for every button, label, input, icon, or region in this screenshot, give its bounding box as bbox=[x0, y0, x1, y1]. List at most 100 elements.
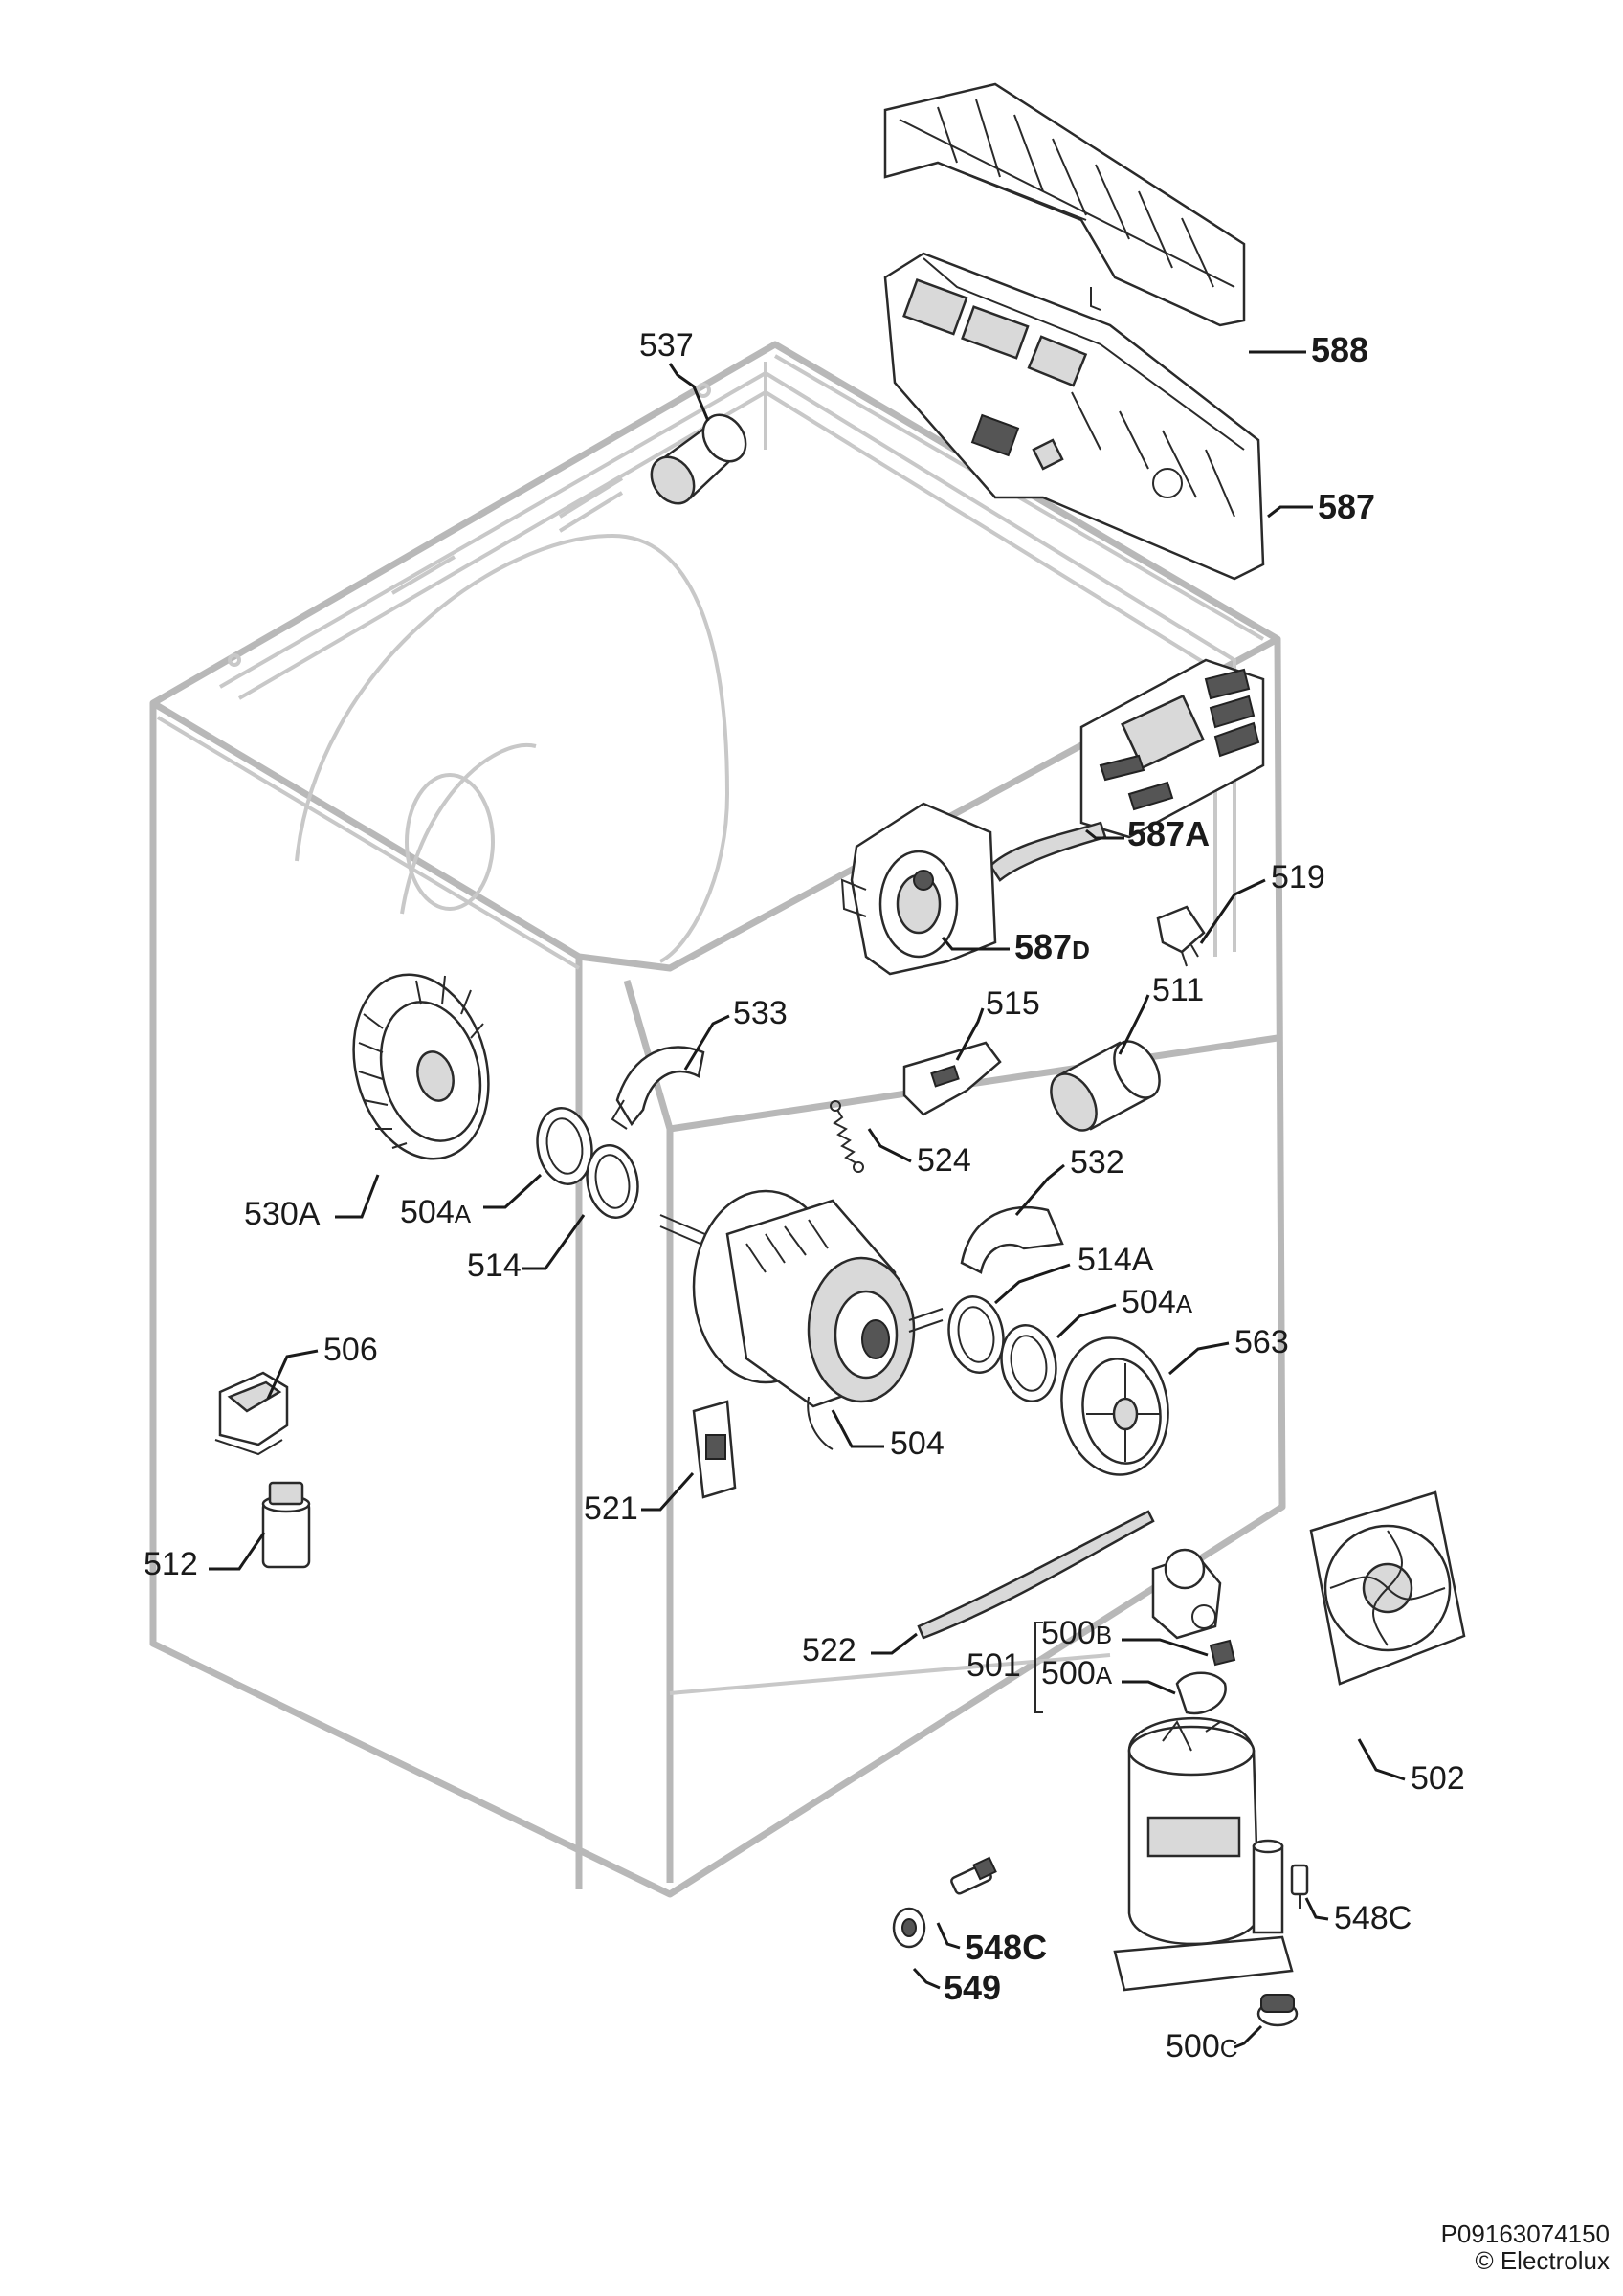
valve-548c-part bbox=[950, 1856, 997, 1895]
part-number-label: 519 bbox=[1271, 859, 1325, 895]
copyright-notice: © Electrolux bbox=[1475, 2246, 1610, 2275]
part-number-main: 504 bbox=[890, 1425, 945, 1462]
bracket-532-part bbox=[960, 1205, 1064, 1274]
part-number-main: 504 bbox=[400, 1194, 455, 1230]
leader-line bbox=[936, 1922, 961, 1950]
callout-519: 519 bbox=[1199, 859, 1325, 944]
callout-549: 549 bbox=[912, 1967, 1001, 2007]
part-number-label: 504 bbox=[890, 1425, 945, 1462]
callout-522: 522 bbox=[802, 1632, 918, 1668]
ring-514-part bbox=[586, 1144, 639, 1219]
leader-line bbox=[483, 1173, 543, 1209]
part-number-label: 588 bbox=[1311, 330, 1368, 369]
callout-515: 515 bbox=[955, 985, 1040, 1061]
fan-502-part bbox=[1309, 1490, 1466, 1686]
part-number-main: 537 bbox=[639, 327, 694, 364]
callout-587A: 587A bbox=[1085, 814, 1210, 853]
part-number-main: 501 bbox=[967, 1647, 1021, 1684]
part-number-main: 521 bbox=[584, 1490, 638, 1527]
part-number-main: 519 bbox=[1271, 859, 1325, 895]
sensor-548c-part bbox=[1290, 1864, 1309, 1909]
callout-537: 537 bbox=[639, 327, 710, 422]
motor-part bbox=[659, 1189, 944, 1450]
part-number-suffix: C bbox=[1220, 2034, 1238, 2063]
part-number-label: 502 bbox=[1411, 1760, 1465, 1797]
leader-line bbox=[1056, 1303, 1117, 1339]
part-number-main: 563 bbox=[1234, 1324, 1289, 1360]
callout-500A: 500A bbox=[1041, 1655, 1176, 1695]
leader-line bbox=[1357, 1738, 1406, 1781]
callout-548C1: 548C bbox=[1304, 1897, 1412, 1936]
part-number-main: 549 bbox=[944, 1968, 1001, 2007]
part-number-label: 530A bbox=[244, 1196, 321, 1232]
leader-line bbox=[668, 363, 710, 422]
callout-504A1: 504A bbox=[400, 1173, 543, 1230]
callout-587D: 587D bbox=[941, 927, 1090, 966]
leader-line bbox=[1267, 505, 1313, 519]
part-number-label: 504A bbox=[400, 1194, 472, 1230]
part-number-label: 524 bbox=[917, 1142, 971, 1179]
part-number-label: 587D bbox=[1014, 927, 1090, 966]
callout-500B: 500B bbox=[1041, 1615, 1209, 1657]
bracket-533-part bbox=[611, 1046, 705, 1130]
part-number-suffix: B bbox=[1096, 1621, 1112, 1649]
part-number-label: 506 bbox=[323, 1332, 378, 1368]
leader-line bbox=[641, 1471, 695, 1512]
callout-588: 588 bbox=[1249, 330, 1368, 369]
callout-511: 511 bbox=[1118, 972, 1204, 1055]
callout-512: 512 bbox=[144, 1532, 266, 1582]
part-number-main: 514A bbox=[1078, 1242, 1154, 1278]
part-number-main: 548C bbox=[1334, 1900, 1412, 1936]
part-number-label: 515 bbox=[986, 985, 1040, 1022]
part-number-main: 532 bbox=[1070, 1144, 1124, 1181]
pulley-563-part bbox=[1060, 1336, 1169, 1476]
part-number-suffix: A bbox=[1096, 1661, 1113, 1689]
leader-line bbox=[871, 1632, 918, 1655]
leader-line bbox=[1122, 1680, 1176, 1695]
leader-line bbox=[941, 937, 1010, 951]
part-number-label: 514A bbox=[1078, 1242, 1154, 1278]
part-number-suffix: D bbox=[1072, 936, 1090, 964]
callout-532: 532 bbox=[1014, 1144, 1124, 1216]
callout-563: 563 bbox=[1168, 1324, 1289, 1376]
part-number-label: 563 bbox=[1234, 1324, 1289, 1360]
part-number-main: 587 bbox=[1318, 487, 1375, 526]
part-number-label: 514 bbox=[467, 1247, 522, 1284]
leader-line bbox=[266, 1349, 319, 1400]
spring-524-part bbox=[830, 1100, 864, 1173]
leader-line bbox=[1304, 1897, 1329, 1921]
leader-line bbox=[1199, 878, 1266, 944]
strip-522-part bbox=[917, 1510, 1155, 1640]
capacitor-part bbox=[650, 413, 747, 505]
part-number-main: 511 bbox=[1152, 972, 1204, 1008]
ring-504a-right-part bbox=[1000, 1324, 1057, 1402]
ring-504a-left-part bbox=[536, 1107, 593, 1185]
callout-530A: 530A bbox=[244, 1174, 380, 1232]
part-number-main: 530A bbox=[244, 1196, 321, 1232]
part-number-label: 512 bbox=[144, 1546, 198, 1582]
part-number-label: 500C bbox=[1166, 2028, 1238, 2064]
sensor-519-part bbox=[1156, 905, 1206, 967]
callout-500C: 500C bbox=[1166, 2024, 1263, 2064]
part-number-main: 512 bbox=[144, 1546, 198, 1582]
part-number-main: 548C bbox=[965, 1928, 1047, 1967]
part-number-label: 587A bbox=[1127, 814, 1210, 853]
callout-514: 514 bbox=[467, 1214, 586, 1284]
callout-521: 521 bbox=[584, 1471, 695, 1527]
part-number-main: 502 bbox=[1411, 1760, 1465, 1797]
holder-521-part bbox=[692, 1400, 737, 1499]
part-number-main: 506 bbox=[323, 1332, 378, 1368]
electronic-module-part bbox=[989, 658, 1265, 882]
part-number-label: 537 bbox=[639, 327, 694, 364]
leader-line bbox=[335, 1174, 380, 1219]
part-number-label: 500B bbox=[1041, 1615, 1112, 1651]
part-number-label: 504A bbox=[1122, 1284, 1193, 1320]
part-number-label: 533 bbox=[733, 995, 788, 1031]
callout-524: 524 bbox=[867, 1128, 971, 1179]
callout-587: 587 bbox=[1267, 487, 1375, 526]
ring-514a-part bbox=[947, 1295, 1005, 1374]
leader-line bbox=[867, 1128, 912, 1163]
leader-line bbox=[209, 1532, 266, 1571]
part-number-label: 501 bbox=[967, 1647, 1021, 1684]
part-number-main: 500 bbox=[1166, 2028, 1220, 2064]
